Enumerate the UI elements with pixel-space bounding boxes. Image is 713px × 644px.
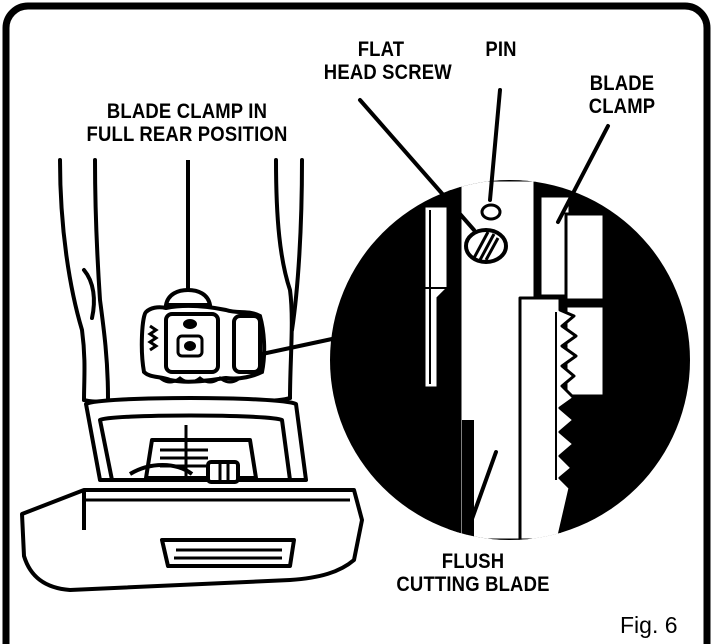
label-flat-head-screw-line2: HEAD SCREW (323, 61, 452, 84)
label-flush-cutting-blade: FLUSH CUTTING BLADE (389, 550, 556, 596)
label-pin: PIN (479, 38, 523, 61)
label-leader-lines (358, 88, 610, 532)
label-pin-text: PIN (485, 38, 517, 61)
label-blade-clamp-rear-position: BLADE CLAMP IN FULL REAR POSITION (75, 100, 299, 146)
label-flat-head-screw-line1: FLAT (357, 38, 405, 61)
figure-number: Fig. 6 (620, 612, 678, 638)
label-blade-clamp-rear-line2: FULL REAR POSITION (86, 123, 288, 146)
saw-shoe (20, 396, 364, 592)
label-flat-head-screw: FLAT HEAD SCREW (323, 38, 452, 84)
label-blade-clamp-line2: CLAMP (588, 95, 656, 118)
flat-head-screw (464, 228, 508, 264)
label-flush-cutting-blade-line2: CUTTING BLADE (396, 573, 550, 596)
label-blade-clamp-rear-line1: BLADE CLAMP IN (106, 100, 268, 123)
pin (480, 203, 502, 221)
flush-cutting-blade (518, 296, 578, 540)
label-blade-clamp: BLADE CLAMP (585, 72, 659, 118)
blade-clamp-knob (139, 287, 267, 384)
label-blade-clamp-line1: BLADE (589, 72, 655, 95)
label-flush-cutting-blade-line1: FLUSH (441, 550, 505, 573)
